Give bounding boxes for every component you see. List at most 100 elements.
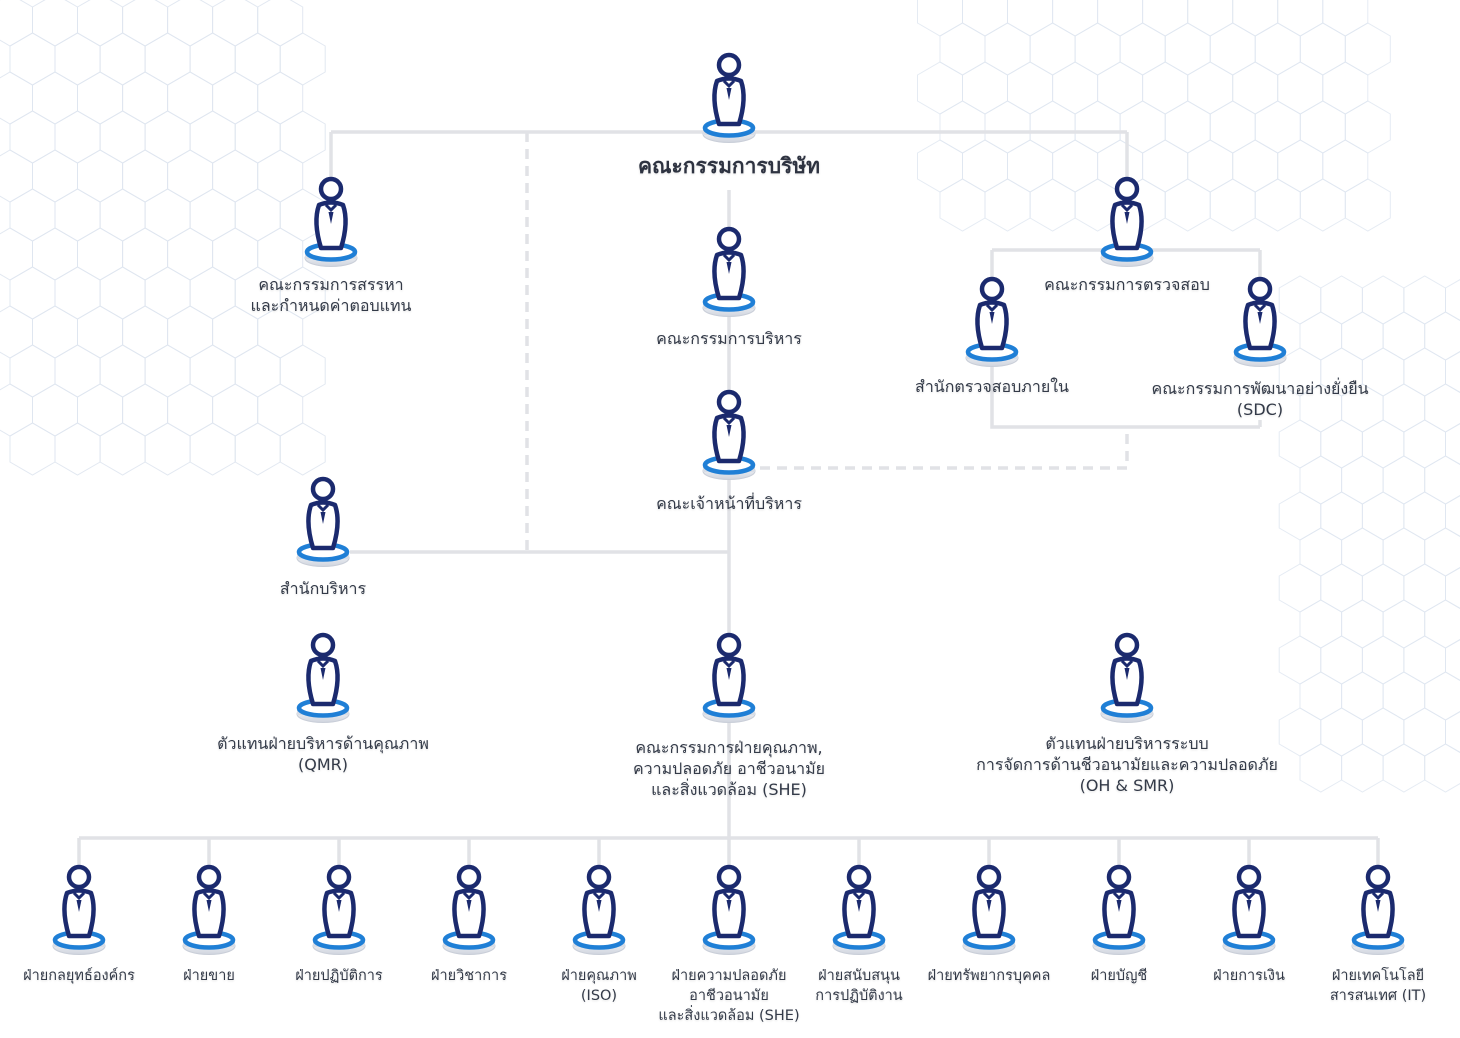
person-on-platform-icon — [1351, 864, 1405, 955]
department-node-label: ฝ่ายความปลอดภัยอาชีวอนามัยและสิ่งแวดล้อม… — [658, 966, 799, 1026]
person-on-platform-icon — [296, 476, 350, 567]
internal-audit-node-label-line: สำนักตรวจสอบภายใน — [915, 377, 1069, 396]
department-node-label-line: ฝ่ายเทคโนโลยี — [1331, 968, 1425, 984]
department-node-label-line: การปฏิบัติงาน — [815, 988, 903, 1004]
admin-office-node — [283, 472, 363, 572]
person-on-platform-icon — [1222, 864, 1276, 955]
she-committee-node-label-line: และสิ่งแวดล้อม (SHE) — [651, 780, 807, 799]
department-node — [1079, 860, 1159, 960]
board-node-label: คณะกรรมการบริษัท — [638, 153, 820, 179]
sdc-node-label-line: คณะกรรมการพัฒนาอย่างยั่งยืน — [1151, 379, 1369, 398]
she-committee-node-label: คณะกรรมการฝ่ายคุณภาพ, ความปลอดภัย อาชีวอน… — [633, 737, 825, 800]
department-node-label-line: และสิ่งแวดล้อม (SHE) — [658, 1008, 800, 1024]
person-on-platform-icon — [52, 864, 106, 955]
department-node-label: ฝ่ายทรัพยากรบุคคล — [928, 966, 1051, 986]
person-on-platform-icon — [702, 632, 756, 723]
oh-smr-node-label-line: การจัดการด้านชีวอนามัยและความปลอดภัย — [976, 755, 1278, 774]
person-on-platform-icon — [572, 864, 626, 955]
audit-committee-node — [1087, 172, 1167, 272]
sdc-node — [1220, 272, 1300, 372]
department-node-label: ฝ่ายเทคโนโลยีสารสนเทศ (IT) — [1330, 966, 1426, 1006]
nomination-committee-node-label: คณะกรรมการสรรหาและกำหนดค่าตอบแทน — [251, 274, 412, 316]
department-node — [299, 860, 379, 960]
person-on-platform-icon — [962, 864, 1016, 955]
internal-audit-node — [952, 272, 1032, 372]
she-committee-node-label-line: คณะกรรมการฝ่ายคุณภาพ, — [635, 738, 823, 757]
executive-committee-node-label: คณะกรรมการบริหาร — [656, 328, 802, 349]
admin-office-node-label: สำนักบริหาร — [280, 578, 366, 599]
department-node — [1209, 860, 1289, 960]
nomination-committee-node-label-line: และกำหนดค่าตอบแทน — [250, 296, 412, 315]
person-on-platform-icon — [182, 864, 236, 955]
department-node-label: ฝ่ายสนับสนุนการปฏิบัติงาน — [815, 966, 902, 1006]
executive-committee-node — [689, 222, 769, 322]
department-node-label-line: ฝ่ายทรัพยากรบุคคล — [927, 968, 1051, 984]
person-on-platform-icon — [1100, 176, 1154, 267]
person-on-platform-icon — [1092, 864, 1146, 955]
hexagon-shape — [1344, 178, 1391, 232]
department-node-label: ฝ่ายการเงิน — [1213, 966, 1285, 986]
person-on-platform-icon — [304, 176, 358, 267]
sdc-node-label-line: (SDC) — [1236, 400, 1284, 419]
board-node-label-line: คณะกรรมการบริษัท — [637, 154, 821, 178]
executive-committee-node-label-line: คณะกรรมการบริหาร — [656, 329, 802, 348]
department-node-label: ฝ่ายปฏิบัติการ — [295, 966, 382, 986]
department-node-label: ฝ่ายบัญชี — [1091, 966, 1148, 986]
department-node — [39, 860, 119, 960]
department-node-label-line: ฝ่ายบัญชี — [1090, 968, 1148, 984]
department-node-label-line: (ISO) — [580, 988, 618, 1004]
department-node-label-line: ฝ่ายคุณภาพ — [561, 968, 637, 984]
department-node — [559, 860, 639, 960]
person-on-platform-icon — [832, 864, 886, 955]
admin-office-node-label-line: สำนักบริหาร — [279, 579, 367, 598]
department-node — [169, 860, 249, 960]
audit-committee-node-label: คณะกรรมการตรวจสอบ — [1044, 274, 1210, 295]
qmr-node-label-line: ตัวแทนฝ่ายบริหารด้านคุณภาพ — [217, 734, 429, 753]
department-node-label-line: ฝ่ายขาย — [183, 968, 235, 984]
nomination-committee-node — [291, 172, 371, 272]
solid-connector — [990, 360, 1260, 429]
qmr-node — [283, 628, 363, 728]
department-node-label: ฝ่ายวิชาการ — [431, 966, 507, 986]
department-node-label-line: ฝ่ายความปลอดภัย — [671, 968, 787, 984]
internal-audit-node-label: สำนักตรวจสอบภายใน — [915, 376, 1069, 397]
qmr-node-label-line: (QMR) — [298, 755, 348, 774]
dashed-connector — [760, 427, 1129, 470]
person-on-platform-icon — [1100, 632, 1154, 723]
sdc-node-label: คณะกรรมการพัฒนาอย่างยั่งยืน (SDC) — [1151, 378, 1368, 420]
department-node — [689, 860, 769, 960]
department-node-label-line: ฝ่ายกลยุทธ์องค์กร — [23, 968, 135, 984]
she-committee-node-label-line: ความปลอดภัย อาชีวอนามัย — [632, 759, 826, 778]
person-on-platform-icon — [1233, 276, 1287, 367]
oh-smr-node-label-line: (OH & SMR) — [1079, 776, 1175, 795]
hexagon-shape — [1424, 743, 1460, 793]
executive-officers-node — [689, 385, 769, 485]
oh-smr-node — [1087, 628, 1167, 728]
department-node-label-line: ฝ่ายการเงิน — [1213, 968, 1285, 984]
department-node — [949, 860, 1029, 960]
person-on-platform-icon — [702, 389, 756, 480]
department-node-label-line: ฝ่ายวิชาการ — [431, 968, 507, 984]
department-node-label-line: ฝ่ายปฏิบัติการ — [295, 968, 383, 984]
department-node — [819, 860, 899, 960]
department-node-label-line: อาชีวอนามัย — [689, 988, 769, 1004]
department-node-label-line: ฝ่ายสนับสนุน — [818, 968, 900, 984]
qmr-node-label: ตัวแทนฝ่ายบริหารด้านคุณภาพ (QMR) — [217, 733, 429, 775]
person-on-platform-icon — [702, 864, 756, 955]
person-on-platform-icon — [442, 864, 496, 955]
department-node — [1338, 860, 1418, 960]
person-on-platform-icon — [702, 226, 756, 317]
person-on-platform-icon — [702, 52, 756, 143]
audit-committee-node-label-line: คณะกรรมการตรวจสอบ — [1044, 275, 1210, 294]
person-on-platform-icon — [965, 276, 1019, 367]
board-node — [689, 48, 769, 148]
nomination-committee-node-label-line: คณะกรรมการสรรหา — [258, 275, 404, 294]
person-on-platform-icon — [312, 864, 366, 955]
department-node-label-line: สารสนเทศ (IT) — [1329, 988, 1427, 1004]
executive-officers-node-label-line: คณะเจ้าหน้าที่บริหาร — [656, 494, 802, 513]
department-node — [429, 860, 509, 960]
executive-officers-node-label: คณะเจ้าหน้าที่บริหาร — [656, 493, 802, 514]
she-committee-node — [689, 628, 769, 728]
